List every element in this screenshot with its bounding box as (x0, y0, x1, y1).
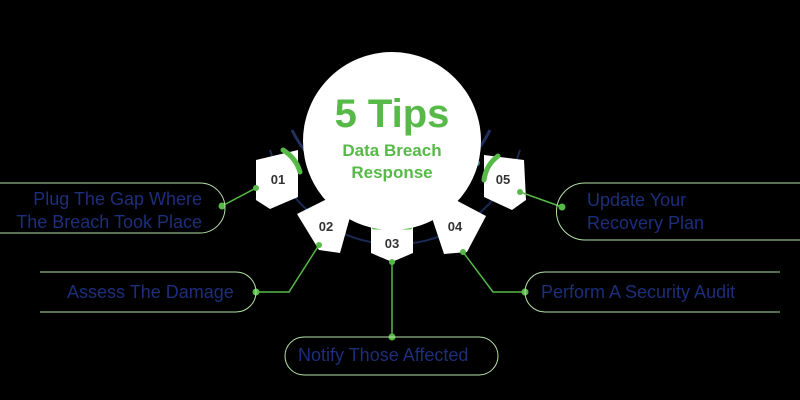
tip-label-04: Perform A Security Audit (541, 282, 736, 302)
main-title: 5 Tips (334, 92, 450, 136)
tip-label-01: Plug The Gap Where The Breach Took Place (0, 188, 202, 234)
capsule-01 (0, 182, 226, 234)
tip-label-05-line-2: Recovery Plan (587, 213, 705, 233)
tip-number-02: 02 (318, 219, 334, 234)
subtitle-line-2: Response (351, 163, 433, 182)
tip-label-01-line-2: The Breach Took Place (16, 212, 202, 232)
capsule-03 (284, 336, 499, 376)
tip-label-05: Update Your Recovery Plan (587, 189, 704, 235)
tip-number-03: 03 (384, 236, 400, 251)
capsule-04 (524, 271, 780, 313)
tip-label-03: Notify Those Affected (298, 345, 469, 365)
label-capsules (0, 182, 800, 376)
capsule-02 (40, 271, 257, 313)
tip-number-05: 05 (495, 172, 511, 187)
connector-lines (221, 187, 563, 337)
tip-tab-01 (256, 147, 303, 209)
tip-label-01-line-1: Plug The Gap Where (33, 189, 202, 209)
tip-number-04: 04 (447, 219, 463, 234)
center-circle: 5 Tips Data Breach Response (303, 52, 481, 230)
tip-label-05-line-1: Update Your (587, 190, 687, 210)
capsule-05 (556, 182, 800, 241)
tip-tab-05 (481, 153, 526, 210)
tip-number-01: 01 (270, 172, 286, 187)
tip-label-02: Assess The Damage (67, 282, 234, 302)
subtitle-line-1: Data Breach (342, 141, 442, 160)
